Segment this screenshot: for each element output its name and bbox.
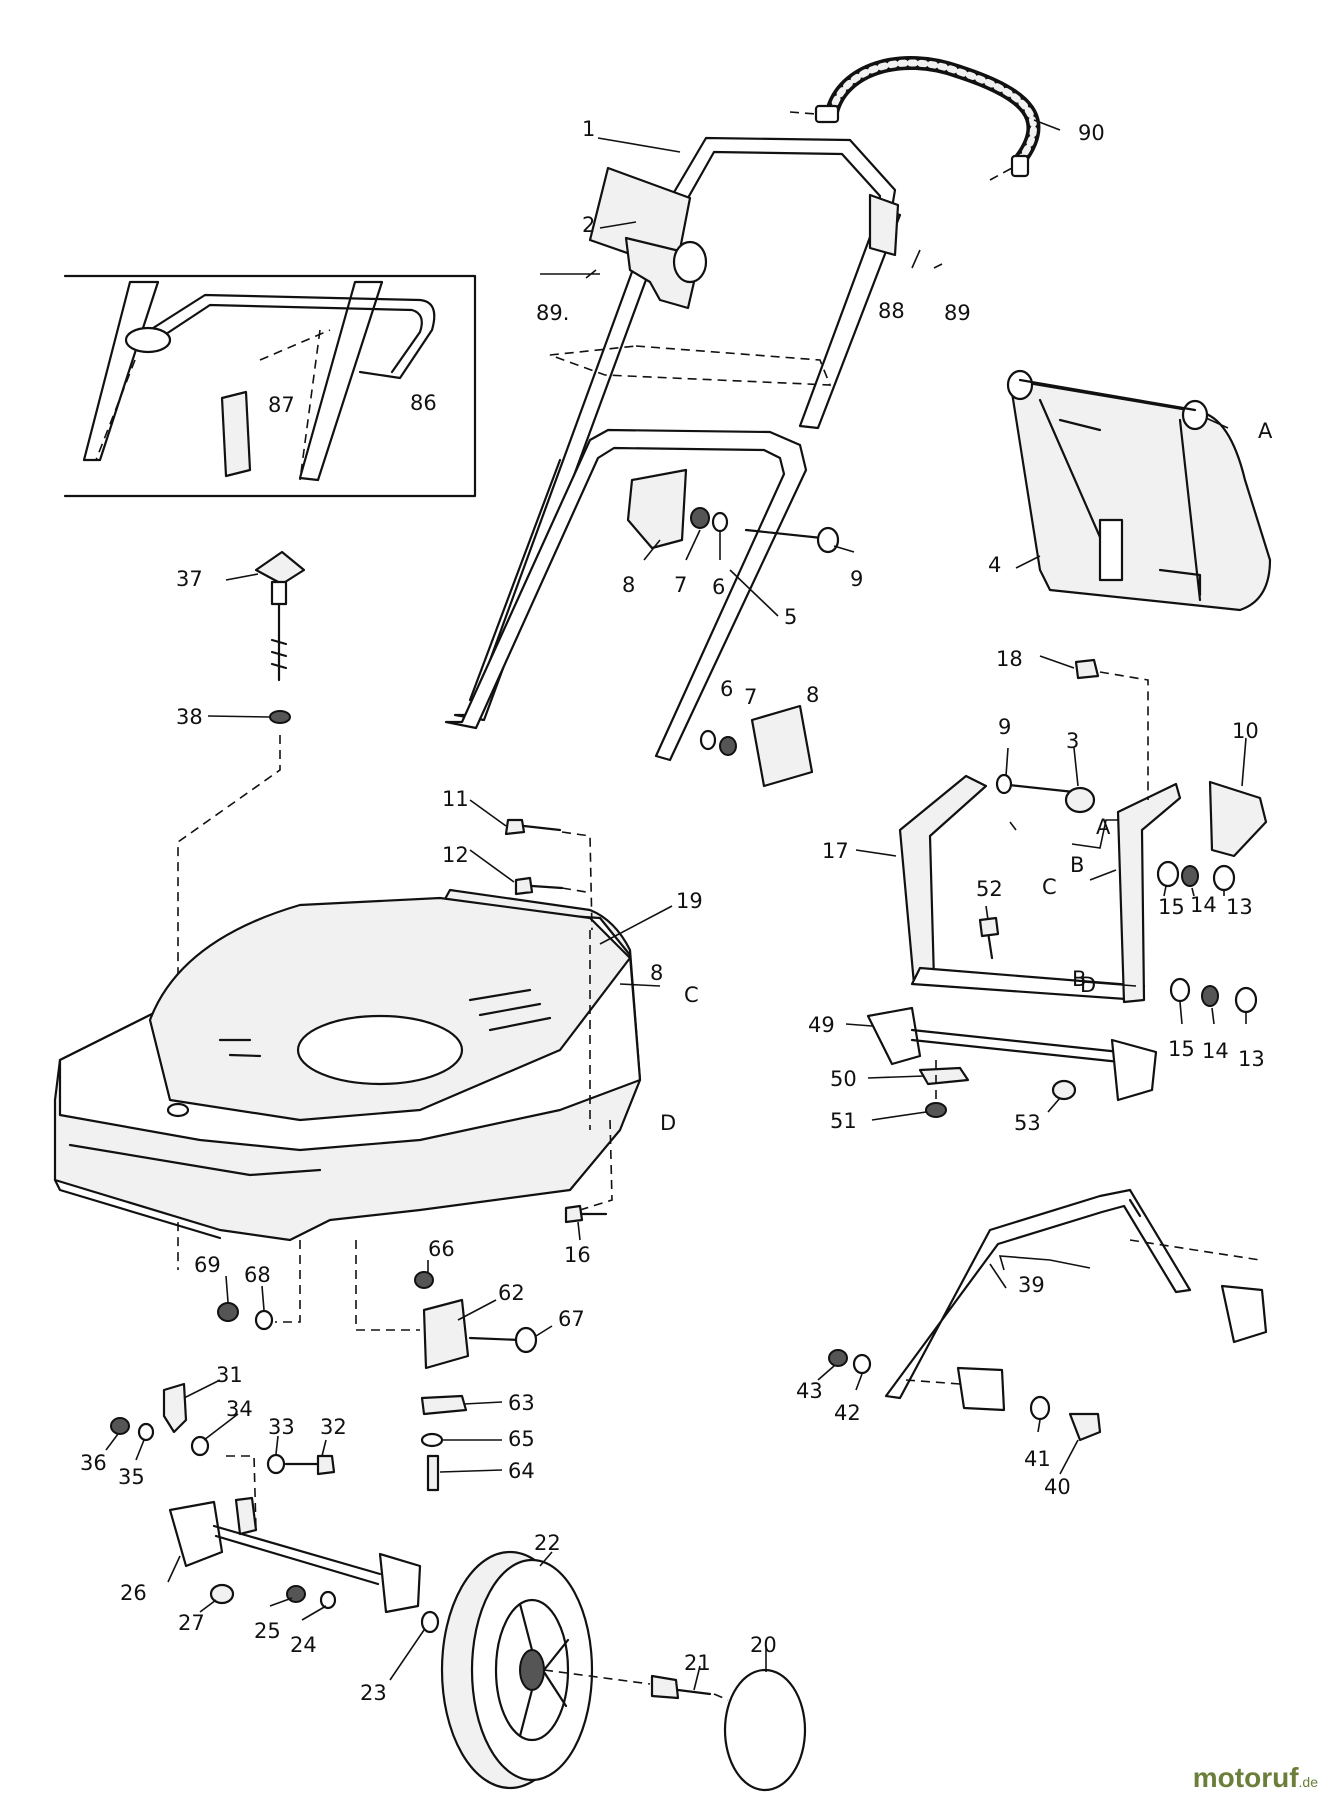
callout-43: 43	[796, 1379, 823, 1403]
callout-20: 20	[750, 1633, 777, 1657]
callout-18: 18	[996, 647, 1023, 671]
callout-8: 8	[622, 573, 635, 597]
cable-90	[789, 56, 1041, 181]
callout-17: 17	[822, 839, 849, 863]
callout-21: 21	[684, 1651, 711, 1675]
callout-13: 13	[1226, 895, 1253, 919]
inset-detail-box	[63, 274, 477, 498]
callout-33: 33	[268, 1415, 295, 1439]
callout-34: 34	[226, 1397, 253, 1421]
rear-bracket	[898, 658, 1268, 1014]
callout-13: 13	[1238, 1047, 1265, 1071]
watermark-brand: motoruf	[1192, 1762, 1299, 1793]
callout-36: 36	[80, 1451, 107, 1475]
callout-52: 52	[976, 877, 1003, 901]
deck-screws	[504, 818, 608, 1224]
lower-handle	[444, 428, 840, 788]
callout-53: 53	[1014, 1111, 1041, 1135]
callout-51: 51	[830, 1109, 857, 1133]
marker-d: D	[1080, 973, 1096, 997]
callout-89: 89	[944, 301, 971, 325]
callout-88: 88	[878, 299, 905, 323]
rear-axle	[866, 1006, 1158, 1118]
callout-87: 87	[268, 393, 295, 417]
callout-16: 16	[564, 1243, 591, 1267]
callout-62: 62	[498, 1281, 525, 1305]
marker-b: B	[1070, 853, 1084, 877]
callout-26: 26	[120, 1581, 147, 1605]
callout-7: 7	[674, 573, 687, 597]
marker-c: C	[1042, 875, 1057, 899]
callout-49: 49	[808, 1013, 835, 1037]
callout-11: 11	[442, 787, 469, 811]
callout-68: 68	[244, 1263, 271, 1287]
callout-10: 10	[1232, 719, 1259, 743]
callout-15: 15	[1168, 1037, 1195, 1061]
callout-9: 9	[850, 567, 863, 591]
callout-27: 27	[178, 1611, 205, 1635]
callout-65: 65	[508, 1427, 535, 1451]
callout-7: 7	[744, 685, 757, 709]
callout-14: 14	[1202, 1039, 1229, 1063]
callout-39: 39	[1018, 1273, 1045, 1297]
callout-1: 1	[582, 117, 595, 141]
grass-bag-4	[1006, 369, 1272, 612]
callout-25: 25	[254, 1619, 281, 1643]
callout-40: 40	[1044, 1475, 1071, 1499]
callout-12: 12	[442, 843, 469, 867]
callout-42: 42	[834, 1401, 861, 1425]
upper-handle	[453, 136, 902, 722]
flap-lever	[828, 1188, 1268, 1442]
watermark-logo: motoruf.de	[1193, 1762, 1318, 1794]
leader-lines	[105, 119, 1247, 1691]
clip-87	[220, 390, 252, 478]
callout-64: 64	[508, 1459, 535, 1483]
callout-38: 38	[176, 705, 203, 729]
callout-15: 15	[1158, 895, 1185, 919]
callout-89-left: 89.	[536, 301, 569, 325]
marker-c: C	[684, 983, 699, 1007]
callout-50: 50	[830, 1067, 857, 1091]
callout-67: 67	[558, 1307, 585, 1331]
marker-a: A	[1258, 419, 1273, 443]
callout-8: 8	[650, 961, 663, 985]
callout-90: 90	[1078, 121, 1105, 145]
callout-32: 32	[320, 1415, 347, 1439]
clip-assembly	[355, 1240, 538, 1492]
callout-4: 4	[988, 553, 1001, 577]
callout-86: 86	[410, 391, 437, 415]
callout-8: 8	[806, 683, 819, 707]
watermark-tld: .de	[1298, 1774, 1318, 1790]
callout-2: 2	[582, 213, 595, 237]
callout-23: 23	[360, 1681, 387, 1705]
callout-3: 3	[1066, 729, 1079, 753]
callout-6: 6	[712, 575, 725, 599]
callout-37: 37	[176, 567, 203, 591]
callout-66: 66	[428, 1237, 455, 1261]
mower-deck-19	[53, 888, 642, 1242]
callout-22: 22	[534, 1531, 561, 1555]
callout-24: 24	[290, 1633, 317, 1657]
callout-labels: 1 2 3 4 5 6 6 7 7 8 8 8 9 9 10 11 12 13 …	[80, 117, 1273, 1705]
callout-31: 31	[216, 1363, 243, 1387]
height-adjuster	[177, 550, 306, 1270]
callout-69: 69	[194, 1253, 221, 1277]
callout-5: 5	[784, 605, 797, 629]
marker-a: A	[1096, 815, 1111, 839]
callout-9: 9	[998, 715, 1011, 739]
marker-b: B	[1072, 967, 1086, 991]
wheel-assembly	[440, 1550, 807, 1792]
callout-35: 35	[118, 1465, 145, 1489]
marker-d: D	[660, 1111, 676, 1135]
callout-6: 6	[720, 677, 733, 701]
callout-14: 14	[1190, 893, 1217, 917]
callout-19: 19	[676, 889, 703, 913]
callout-41: 41	[1024, 1447, 1051, 1471]
front-axle	[110, 1240, 440, 1634]
callout-63: 63	[508, 1391, 535, 1415]
